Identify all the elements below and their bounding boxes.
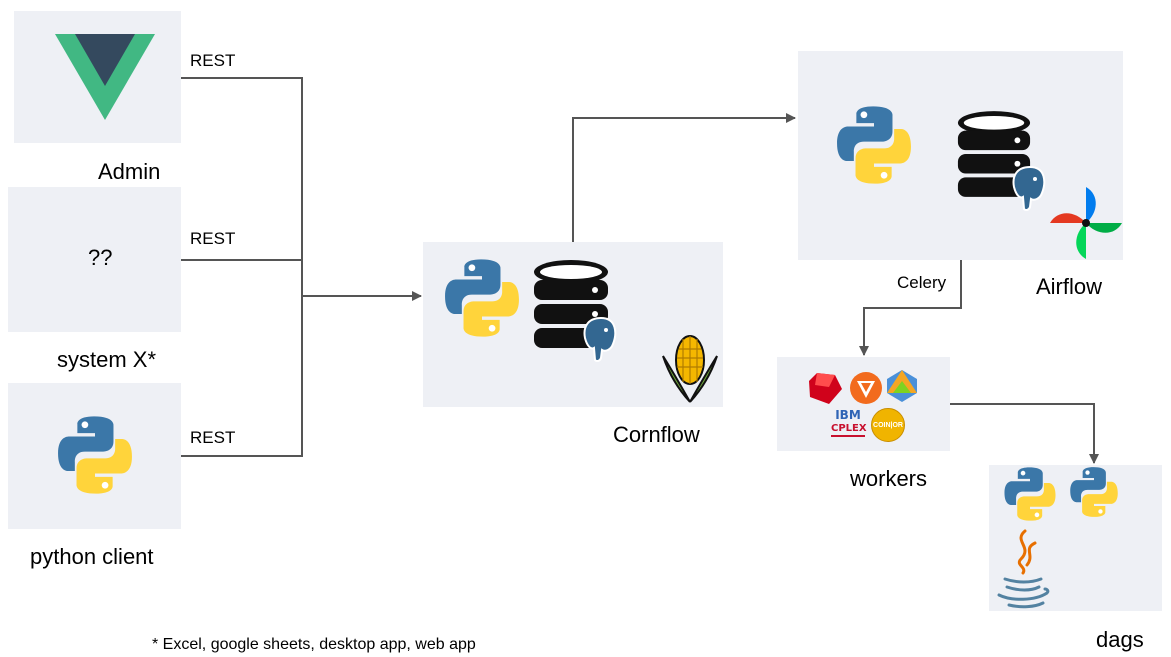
admin-connector <box>181 77 303 296</box>
workers-label: workers <box>850 466 928 491</box>
systemx-box: ?? <box>8 187 181 332</box>
postgresql-icon <box>583 316 617 362</box>
solver-triangle-icon <box>850 372 882 404</box>
workers-box: IBM CPLEX COIN|OR <box>777 357 950 451</box>
dags-label: dags <box>1096 627 1144 652</box>
python-logo-icon <box>1070 467 1118 517</box>
airflow-to-workers-arrow <box>859 260 962 356</box>
python-client-label: python client <box>30 544 154 569</box>
java-logo-icon <box>997 529 1050 609</box>
systemx-rest-label: REST <box>190 229 236 248</box>
systemx-label: system X* <box>57 347 157 372</box>
dags-box <box>989 465 1162 611</box>
ibm-cplex-icon: IBM CPLEX <box>831 408 867 439</box>
coin-or-text: COIN|OR <box>873 421 903 429</box>
python-logo-icon <box>58 416 132 494</box>
airflow-label: Airflow <box>1036 274 1103 299</box>
solver-hex-icon <box>887 370 917 402</box>
admin-box <box>14 11 181 143</box>
python-logo-icon <box>445 259 519 337</box>
footnote: * Excel, google sheets, desktop app, web… <box>152 636 476 653</box>
ibm-text: IBM <box>835 408 861 422</box>
python-client-box <box>8 383 181 529</box>
corn-icon <box>662 335 718 403</box>
python-logo-icon <box>1004 467 1056 521</box>
coin-or-icon: COIN|OR <box>871 408 905 442</box>
systemx-placeholder: ?? <box>88 245 113 270</box>
cornflow-to-airflow-arrow <box>572 113 796 242</box>
database-icon <box>957 111 1031 197</box>
cornflow-label: Cornflow <box>613 422 700 447</box>
celery-label: Celery <box>897 273 947 292</box>
solver-ruby-icon <box>809 373 842 404</box>
cornflow-box <box>423 242 723 407</box>
python-client-connector <box>181 296 303 457</box>
admin-label: Admin <box>98 159 161 184</box>
python-client-rest-label: REST <box>190 428 236 447</box>
airflow-box <box>798 51 1123 260</box>
workers-to-dags-arrow <box>950 403 1099 464</box>
vue-logo-icon <box>55 34 155 120</box>
python-logo-icon <box>837 106 911 184</box>
admin-rest-label: REST <box>190 51 236 70</box>
airflow-pinwheel-icon <box>1050 187 1122 259</box>
postgresql-icon <box>1012 165 1046 211</box>
cplex-text: CPLEX <box>831 422 867 437</box>
